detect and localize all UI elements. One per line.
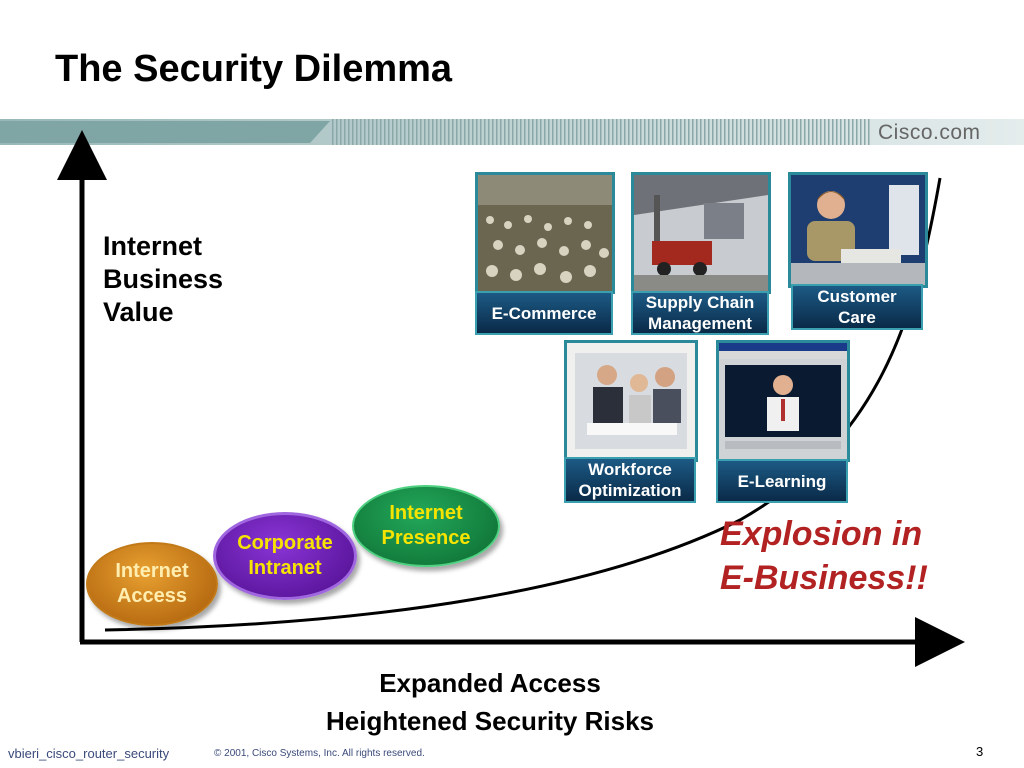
footer-copyright: © 2001, Cisco Systems, Inc. All rights r… bbox=[214, 748, 425, 759]
cisco-logo: Cisco.com bbox=[878, 121, 981, 144]
slide-title: The Security Dilemma bbox=[55, 48, 453, 90]
y-axis-label: Internet Business Value bbox=[103, 231, 224, 327]
video-lecture-window-photo bbox=[716, 340, 850, 462]
page-number: 3 bbox=[976, 744, 984, 759]
stage-corporate-intranet: Corporate Intranet bbox=[213, 512, 357, 600]
x-axis-label: Expanded Access Heightened Security Risk… bbox=[326, 668, 654, 736]
business-meeting-photo bbox=[564, 340, 698, 462]
app-e-learning: E-Learning bbox=[716, 459, 848, 503]
app-supply-chain-management: Supply Chain Management bbox=[631, 291, 769, 335]
stage-internet-presence: Internet Presence bbox=[352, 485, 500, 567]
stage-internet-access: Internet Access bbox=[86, 542, 218, 626]
explosion-callout: Explosion in E-Business!! bbox=[720, 515, 928, 597]
footer-filename: vbieri_cisco_router_security bbox=[8, 746, 170, 761]
header-stripe-bar bbox=[0, 119, 1024, 145]
app-customer-care: Customer Care bbox=[791, 284, 923, 330]
app-e-commerce: E-Commerce bbox=[475, 291, 613, 335]
cargo-truck-photo bbox=[631, 172, 771, 294]
call-center-agent-photo bbox=[788, 172, 928, 288]
trading-floor-photo bbox=[475, 172, 615, 294]
app-workforce-optimization: Workforce Optimization bbox=[564, 457, 696, 503]
